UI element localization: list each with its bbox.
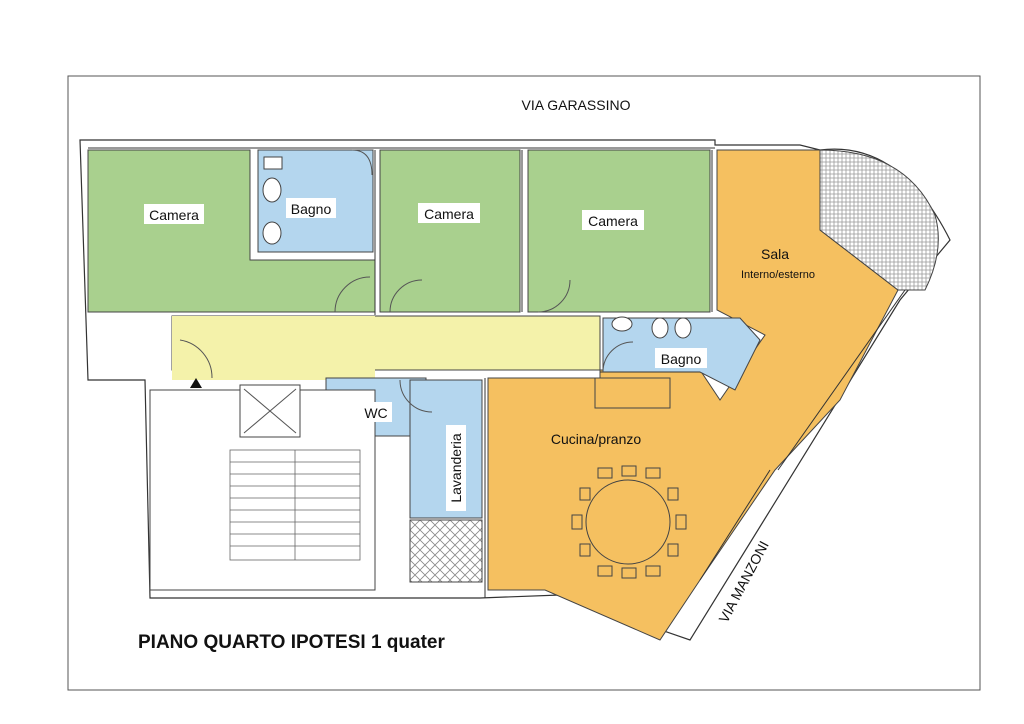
page-frame <box>67 75 981 691</box>
street-north: VIA GARASSINO <box>522 97 631 113</box>
label-sala-sub: Interno/esterno <box>741 269 815 281</box>
label-bagno-1: Bagno <box>291 201 332 217</box>
label-camera-1: Camera <box>149 207 199 223</box>
label-cucina: Cucina/pranzo <box>551 431 641 447</box>
bathroom-fixtures <box>262 156 692 339</box>
label-camera-2: Camera <box>424 206 474 222</box>
label-camera-3: Camera <box>588 213 638 229</box>
lavanderia-balcony <box>409 519 483 583</box>
entry-arrow-icon <box>190 378 202 388</box>
label-wc: WC <box>364 405 387 421</box>
label-bagno-2: Bagno <box>661 351 702 367</box>
plan-title: PIANO QUARTO IPOTESI 1 quater <box>138 632 445 653</box>
room-camera-2[interactable] <box>379 149 521 313</box>
walls <box>80 139 906 598</box>
dining-table <box>571 465 687 579</box>
terrace <box>819 149 939 291</box>
kitchen-counter <box>594 377 671 409</box>
stairs <box>229 449 361 561</box>
label-lavanderia: Lavanderia <box>448 433 464 502</box>
doors <box>179 149 634 413</box>
room-camera-3[interactable] <box>527 149 711 313</box>
label-sala: Sala <box>761 246 789 262</box>
